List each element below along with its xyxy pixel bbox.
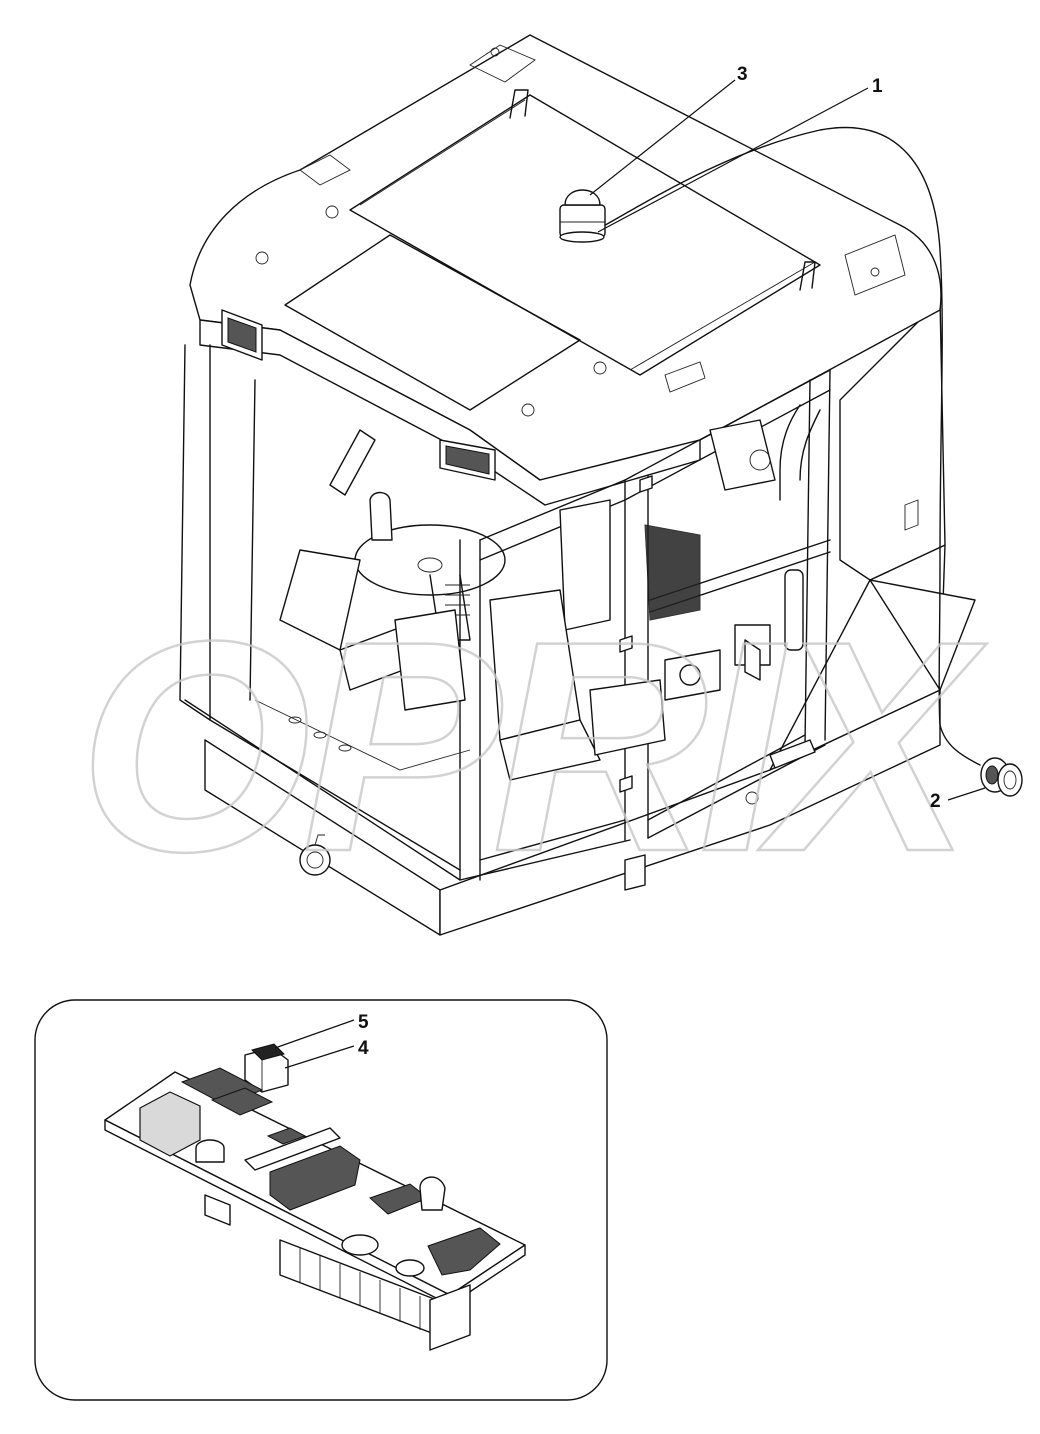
callouts: 1 2 3 4 5 — [274, 64, 986, 1069]
work-light-left — [221, 309, 263, 361]
callout-5: 5 — [358, 1012, 369, 1033]
watermark: OPRIX — [78, 578, 987, 914]
callout-4: 4 — [358, 1038, 369, 1059]
work-light-front — [439, 439, 496, 481]
inset-panel — [34, 999, 608, 1401]
leader-2 — [947, 787, 986, 801]
callout-2: 2 — [930, 791, 941, 812]
callout-1: 1 — [872, 76, 883, 97]
rotating-beacon — [559, 189, 606, 243]
dashboard-panel — [104, 1067, 526, 1351]
power-socket — [980, 757, 1023, 797]
leader-5 — [274, 1019, 355, 1049]
cab-assembly — [179, 34, 1023, 936]
horn — [299, 834, 331, 876]
leader-1 — [597, 87, 869, 233]
callout-3: 3 — [737, 64, 748, 85]
leader-4 — [284, 1045, 355, 1069]
operator-seat — [489, 499, 701, 781]
leader-3 — [589, 79, 736, 196]
beacon-cable — [599, 126, 981, 766]
